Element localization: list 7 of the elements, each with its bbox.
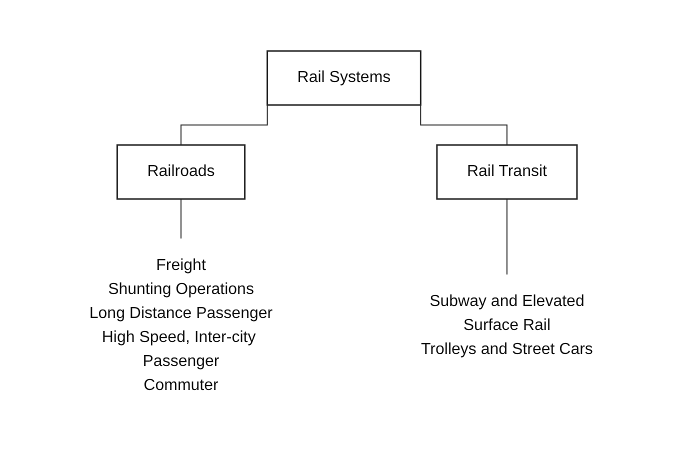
node-text: Freight Shunting Operations Long Distance Passenger High Speed, Inter-city Passenger Commuter (89, 257, 273, 394)
connector (506, 198, 508, 276)
connector (180, 198, 182, 240)
node-box: Railroads (116, 144, 246, 200)
node-box: Rail Systems (266, 50, 422, 106)
node-text: Subway and Elevated Surface Rail Trolleys and Street Cars (421, 293, 593, 358)
node-box: Rail Transit (436, 144, 578, 200)
